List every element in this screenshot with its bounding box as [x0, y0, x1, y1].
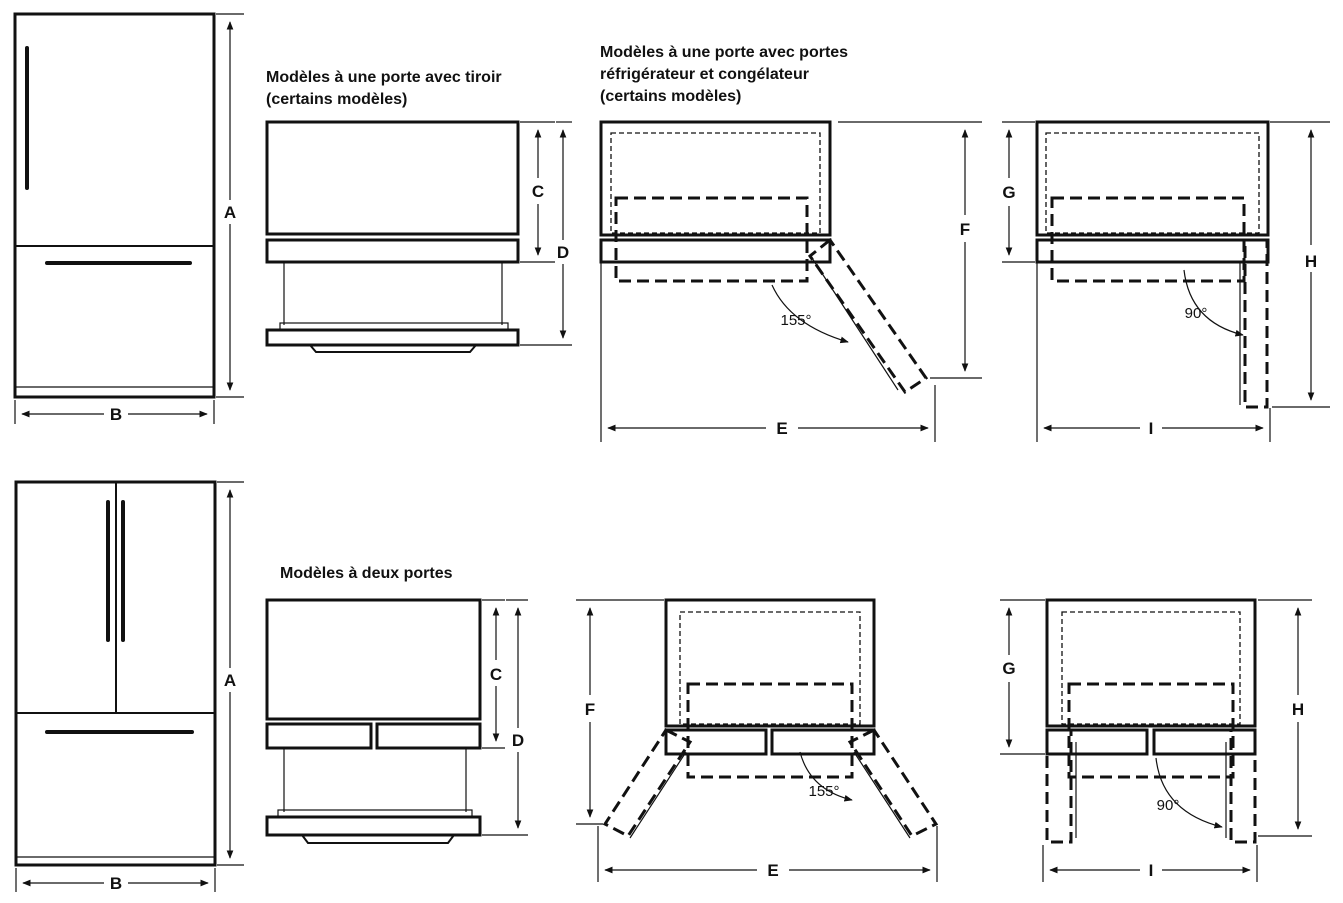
dimension-f-label-double: F [585, 700, 595, 719]
dimension-a-label: A [224, 203, 236, 222]
top-view-double-drawer: C D [265, 598, 528, 844]
title-single-drawer-line2: (certains modèles) [266, 91, 407, 108]
dimension-h-label-double: H [1292, 700, 1304, 719]
angle-label-90: 90° [1185, 305, 1208, 322]
angle-label-155-double: 155° [808, 783, 839, 800]
dimension-h-label: H [1305, 252, 1317, 271]
top-view-double-door-155: 155° F E [576, 598, 939, 882]
dimension-d-label-double: D [512, 731, 524, 750]
top-view-single-door-90: 90° G H I [1002, 120, 1330, 442]
top-view-single-drawer: C D [265, 120, 572, 353]
title-double: Modèles à deux portes [280, 565, 453, 582]
dimension-i-label-double: I [1149, 861, 1154, 880]
dimension-e-label-double: E [767, 861, 778, 880]
angle-label-155: 155° [780, 312, 811, 329]
dimension-c-label-double: C [490, 665, 502, 684]
dimension-b-label: B [110, 405, 122, 424]
dimension-a-label-double: A [224, 671, 236, 690]
top-view-single-door-155: 155° F E [599, 120, 982, 442]
dimension-e-label: E [776, 419, 787, 438]
dimension-i-label: I [1149, 419, 1154, 438]
top-view-double-door-90: 90° G H I [1000, 598, 1312, 882]
dimension-b-label-double: B [110, 874, 122, 893]
dimension-g-label: G [1002, 183, 1015, 202]
front-view-double-door: A B [14, 480, 244, 893]
title-single-fridge-freezer-line3: (certains modèles) [600, 88, 741, 105]
title-single-drawer-line1: Modèles à une porte avec tiroir [266, 69, 502, 86]
front-view-single-door: A B [13, 12, 244, 424]
title-single-fridge-freezer-line1: Modèles à une porte avec portes [600, 44, 848, 61]
angle-label-90-double: 90° [1157, 797, 1180, 814]
dimension-f-label: F [960, 220, 970, 239]
dimension-c-label: C [532, 182, 544, 201]
dimension-g-label-double: G [1002, 659, 1015, 678]
dimension-d-label: D [557, 243, 569, 262]
title-single-fridge-freezer-line2: réfrigérateur et congélateur [600, 66, 809, 83]
